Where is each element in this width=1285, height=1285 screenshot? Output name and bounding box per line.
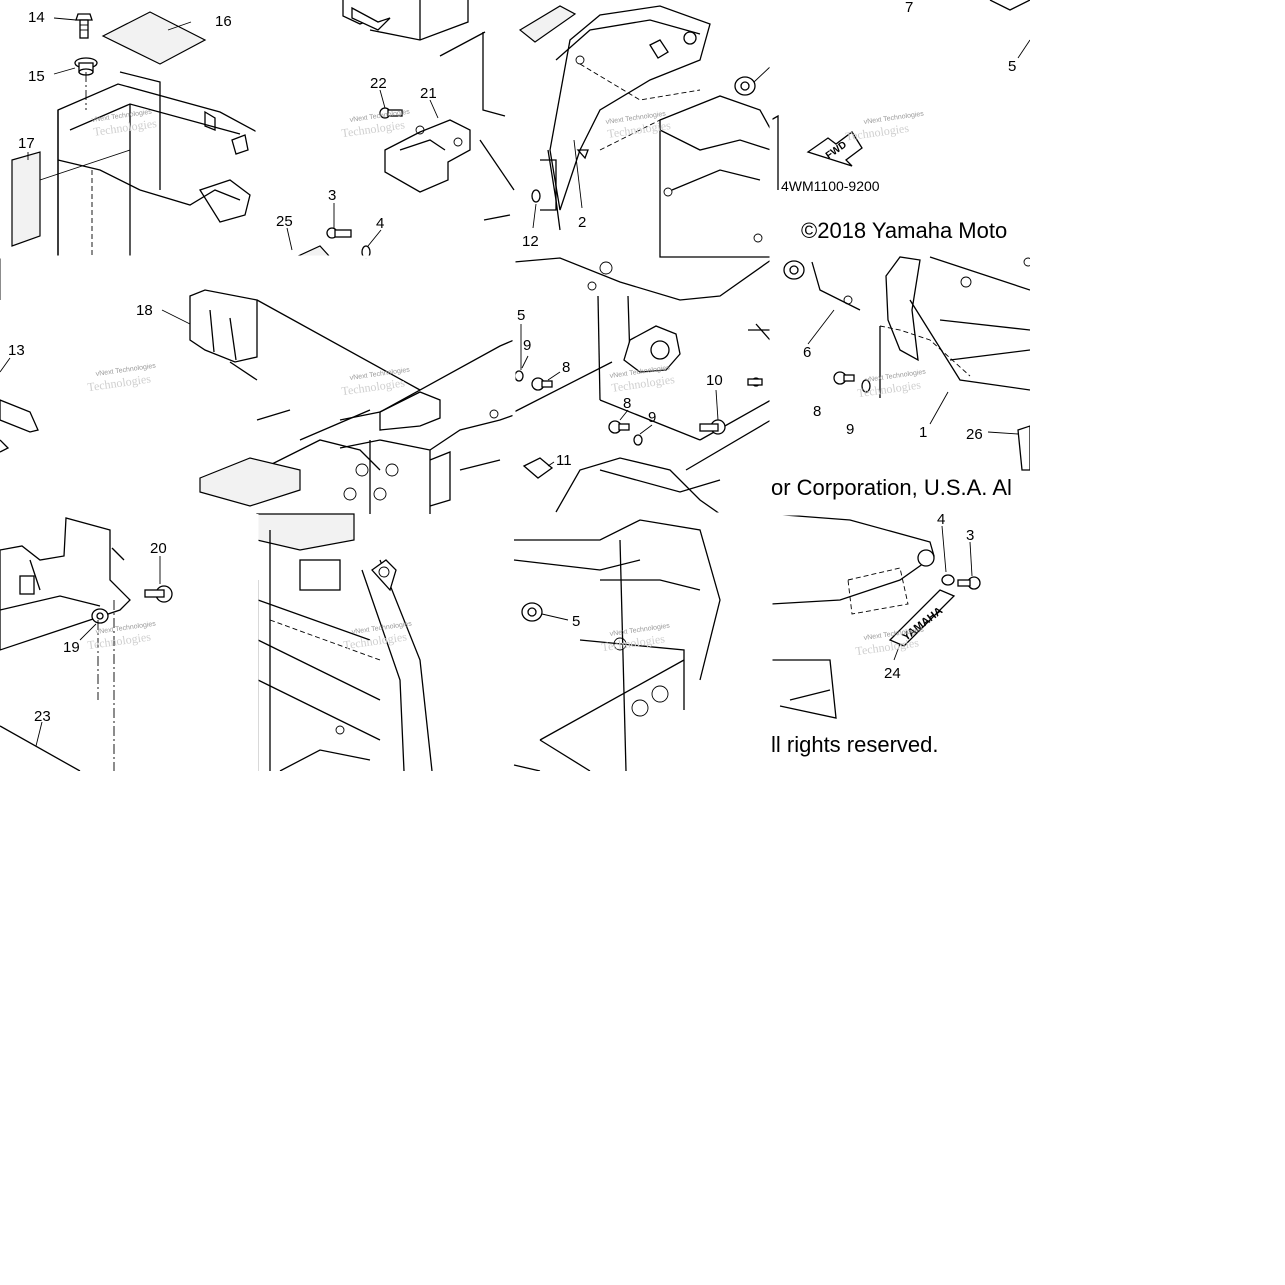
- frame-mount: [513, 257, 772, 515]
- rear-cover: [783, 256, 1030, 471]
- screw-8a: [531, 377, 553, 391]
- callout-22: 22: [370, 75, 387, 92]
- bolt-10: [699, 419, 726, 435]
- callout-4a: 4: [376, 215, 384, 232]
- callout-19: 19: [63, 639, 80, 656]
- bolt-3b: [957, 576, 981, 590]
- strip-25: [295, 245, 332, 258]
- frame-front-lower: [513, 519, 721, 771]
- washer-9c: [861, 379, 871, 393]
- callout-23: 23: [34, 708, 51, 725]
- callout-leaders-3: [532, 139, 583, 229]
- side-cover-assembly: [518, 5, 772, 258]
- callout-9c: 9: [846, 421, 854, 438]
- callout-20: 20: [150, 540, 167, 557]
- clip-11: [522, 457, 554, 479]
- callout-12: 12: [522, 233, 539, 250]
- callout-10: 10: [706, 372, 723, 389]
- callout-6: 6: [803, 344, 811, 361]
- nut-19: [91, 608, 109, 624]
- callout-9b: 9: [648, 409, 656, 426]
- copyright-line-1: ©2018 Yamaha Moto: [801, 218, 1007, 243]
- grommet-strip: [518, 5, 577, 43]
- callout-8a: 8: [562, 359, 570, 376]
- callout-4b: 4: [937, 511, 945, 528]
- grommet-6: [783, 260, 805, 280]
- svg-text:Technologies: Technologies: [845, 121, 910, 144]
- grommet: [734, 76, 756, 96]
- callout-5b: 5: [517, 307, 525, 324]
- battery-tray: [0, 517, 173, 771]
- washer-12: [531, 189, 541, 203]
- callout-26: 26: [966, 426, 983, 443]
- callout-7: 7: [905, 0, 913, 16]
- washer-9a: [514, 370, 524, 382]
- washer-9b: [633, 434, 643, 446]
- callout-9a: 9: [523, 337, 531, 354]
- callout-18: 18: [136, 302, 153, 319]
- callout-leaders-12: [893, 525, 973, 661]
- callout-leaders-7: [520, 324, 719, 467]
- washer-4b: [941, 574, 955, 586]
- pad-16: [101, 11, 207, 65]
- callout-13: 13: [8, 342, 25, 359]
- pad: [199, 457, 301, 507]
- callout-3a: 3: [328, 187, 336, 204]
- part-code: 4WM1100-9200: [781, 178, 880, 194]
- callout-2: 2: [578, 214, 586, 231]
- callout-15: 15: [28, 68, 45, 85]
- callouts: 14 16 15 17 22 21 3 4 25 12 2 7 5 18 13 …: [8, 0, 1016, 725]
- shield-18: [189, 289, 258, 381]
- callout-leaders-8: [807, 309, 1019, 435]
- callout-3b: 3: [966, 527, 974, 544]
- callout-14: 14: [28, 9, 45, 26]
- bolt-20: [144, 585, 173, 603]
- callout-leaders-2: [286, 89, 439, 251]
- bracket-21: [384, 119, 471, 193]
- callout-5c: 5: [572, 613, 580, 630]
- bracket-assembly-top: [295, 0, 515, 259]
- collar-15: [74, 57, 98, 76]
- fwd-indicator: FWD: [806, 131, 863, 167]
- callout-16: 16: [215, 13, 232, 30]
- grommet-5: [521, 602, 543, 622]
- frame-lower: [256, 513, 433, 771]
- screw-8b: [608, 420, 630, 434]
- battery-box-assembly: [11, 11, 258, 258]
- side-cover-rear: YAMAHA: [770, 513, 981, 719]
- callout-8b: 8: [623, 395, 631, 412]
- tile-seams: [0, 0, 1030, 771]
- callout-5a: 5: [1008, 58, 1016, 75]
- plate-17: [11, 151, 41, 247]
- exploded-view-drawing: FWD: [0, 0, 1030, 771]
- callout-11: 11: [556, 452, 572, 469]
- callout-24: 24: [884, 665, 901, 682]
- callout-leaders-1: [27, 17, 192, 160]
- bolt-14: [75, 13, 93, 39]
- callout-leaders-9: [35, 556, 161, 747]
- callout-25: 25: [276, 213, 293, 230]
- screw-8c: [833, 371, 855, 385]
- callout-17: 17: [18, 135, 35, 152]
- copyright-line-2: or Corporation, U.S.A. Al: [771, 475, 1012, 500]
- bolt-3: [326, 227, 352, 239]
- parts-diagram: FWD: [0, 0, 1030, 771]
- callout-1: 1: [919, 424, 927, 441]
- callout-21: 21: [420, 85, 437, 102]
- copyright-line-3: ll rights reserved.: [771, 732, 939, 757]
- callout-8c: 8: [813, 403, 821, 420]
- bracket-13: [0, 399, 39, 453]
- frame-rear: [199, 299, 515, 514]
